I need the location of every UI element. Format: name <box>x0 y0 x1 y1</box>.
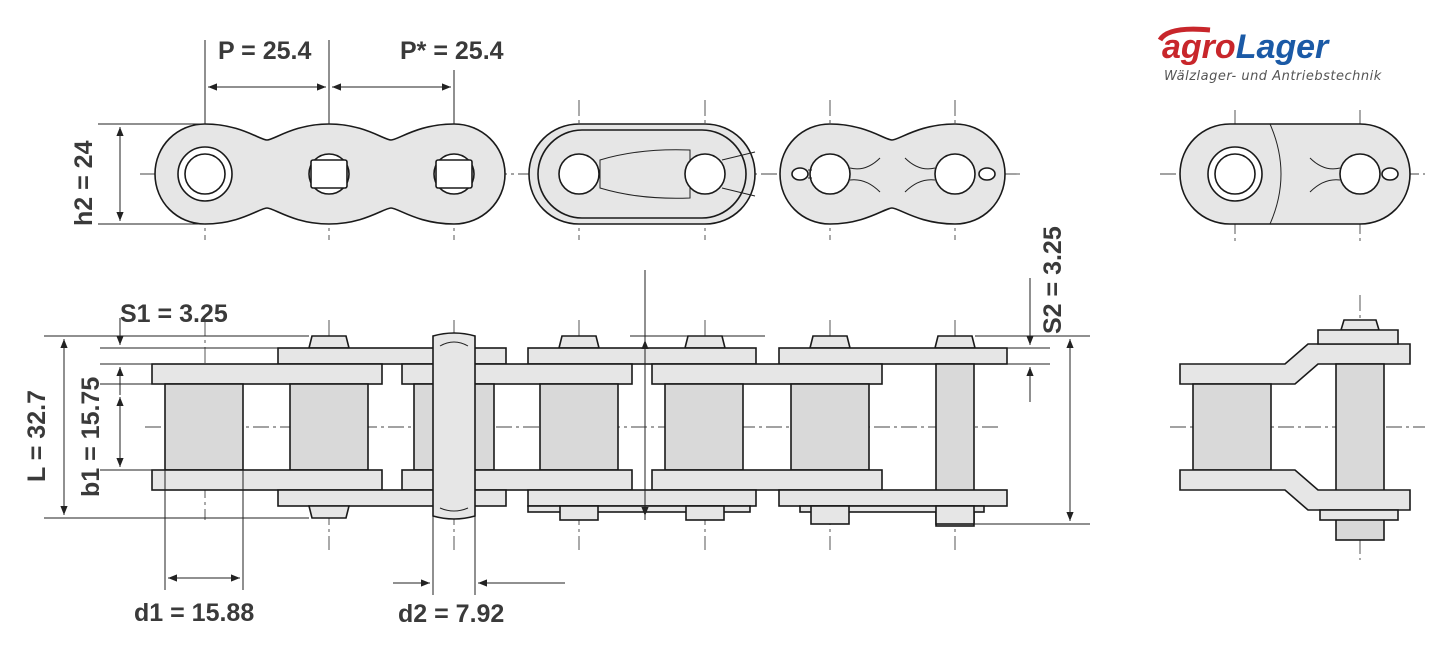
logo-tagline: Wälzlager- und Antriebstechnik <box>1164 69 1382 84</box>
connecting-plate-inner <box>537 129 747 219</box>
outer-plate-top <box>527 347 757 365</box>
outer-plate-bottom <box>527 489 757 507</box>
d1-label: d1 = 15.88 <box>134 599 254 627</box>
inner-plate-bottom <box>651 469 883 491</box>
roller <box>790 383 870 471</box>
s2-label: S2 = 3.25 <box>1039 226 1067 334</box>
chain-side-view <box>98 40 1020 240</box>
cotter-pin-left <box>791 157 881 193</box>
outer-plate-right <box>779 123 1006 225</box>
d2-label: d2 = 7.92 <box>398 600 504 628</box>
s1-label: S1 = 3.25 <box>120 300 228 328</box>
roller <box>1192 383 1272 471</box>
inner-plate-top <box>151 363 383 385</box>
roller <box>289 383 369 471</box>
agrolager-logo: agroLager Wälzlager- und Antriebstechnik <box>1157 26 1382 84</box>
roller <box>539 383 619 471</box>
pin-hole <box>934 153 976 195</box>
pin-hole <box>684 153 726 195</box>
outer-plate-top <box>778 347 1008 365</box>
chain-end-plate-view <box>1160 110 1425 245</box>
pitch-label: P = 25.4 <box>218 37 311 65</box>
outer-plate-bottom <box>778 489 1008 507</box>
chain-top-view <box>44 270 1090 595</box>
connecting-pin <box>432 332 476 520</box>
pin-hole-inner <box>184 153 226 195</box>
offset-link-top-view <box>1170 295 1425 560</box>
inner-plate-bottom <box>151 469 383 491</box>
pin-hole <box>809 153 851 195</box>
h2-label: h2 = 24 <box>70 140 98 226</box>
roller <box>664 383 744 471</box>
b1-label: b1 = 15.75 <box>77 377 105 497</box>
inner-plate-top <box>651 363 883 385</box>
cotter-pin-right <box>904 157 996 193</box>
pin-hole <box>558 153 600 195</box>
roller <box>164 383 244 471</box>
pitch-star-label: P* = 25.4 <box>400 37 504 65</box>
length-label: L = 32.7 <box>23 390 51 482</box>
logo-swoosh <box>1157 26 1211 42</box>
logo-text: agroLager <box>1162 28 1330 66</box>
